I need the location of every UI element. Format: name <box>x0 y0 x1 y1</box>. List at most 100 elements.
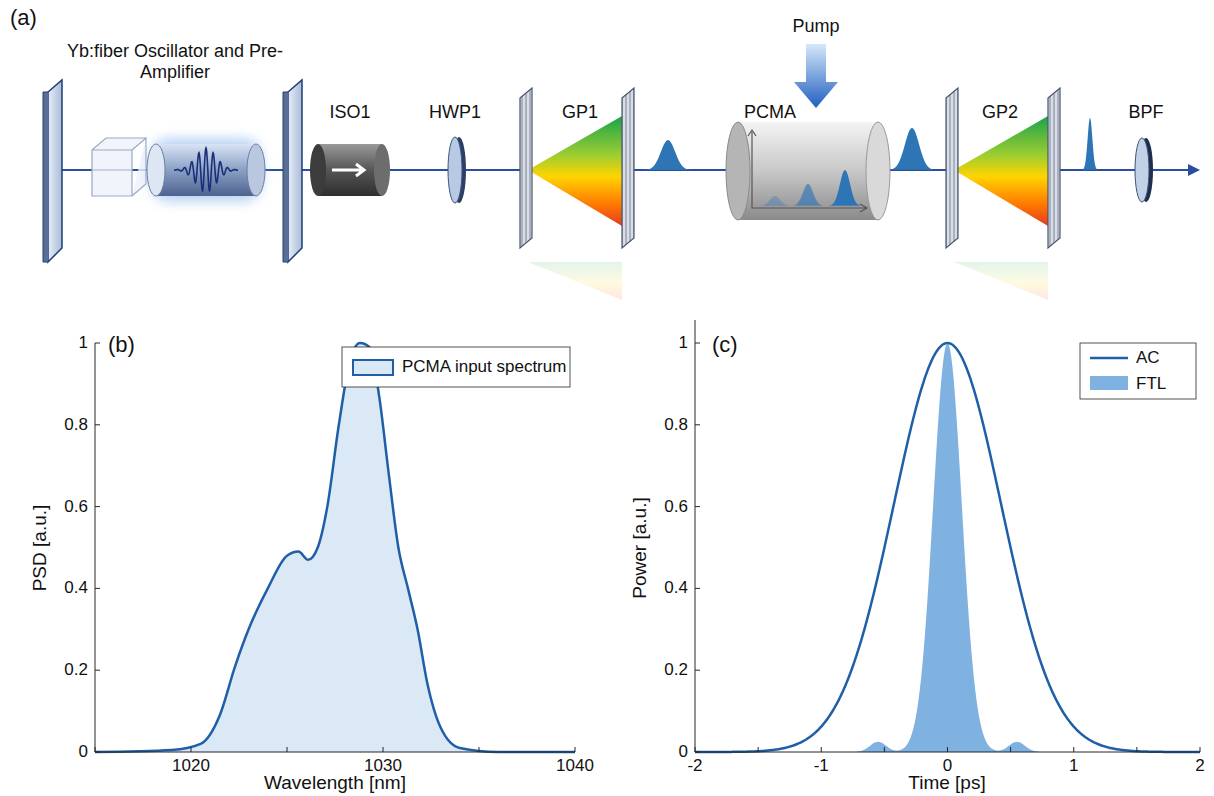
cavity-mirror-edge <box>283 92 288 262</box>
tick <box>191 747 192 752</box>
spectrum-fill <box>95 343 575 752</box>
gp2-dispersion <box>954 116 1048 226</box>
tick <box>695 424 700 425</box>
ftl-fill <box>695 343 1200 752</box>
chart-label: 0 <box>679 742 688 762</box>
chart-label: 1 <box>679 333 688 353</box>
tick <box>947 747 948 752</box>
chart-label: 1020 <box>172 756 210 776</box>
ac-line <box>695 343 1200 752</box>
amplified-pulse <box>888 128 936 170</box>
chart-label: 0.4 <box>664 579 688 599</box>
cavity-mirror <box>288 80 302 262</box>
tick <box>1010 747 1011 752</box>
gp1-ghost <box>528 262 622 300</box>
fiber-end <box>247 144 265 196</box>
legend-box <box>1080 343 1196 399</box>
component-label: GP2 <box>982 102 1018 123</box>
component-label: PCMA <box>744 102 796 123</box>
gain-pulse <box>829 170 861 206</box>
fiber-body <box>156 144 256 196</box>
spectrum-axes <box>95 343 575 752</box>
tick <box>1136 747 1137 752</box>
cube <box>92 138 146 196</box>
setup-illustration <box>43 44 1200 300</box>
tick <box>695 747 696 752</box>
bandpass-filter <box>1135 138 1149 202</box>
tick <box>695 343 700 344</box>
component-label: BPF <box>1128 102 1163 123</box>
legend-swatch <box>1090 376 1128 390</box>
inner-axes <box>748 130 867 212</box>
amplifier-end <box>726 122 750 220</box>
chart-label: 0.8 <box>664 415 688 435</box>
chart-label: 0 <box>79 742 88 762</box>
cavity-mirror <box>48 80 62 262</box>
legend-text: PCMA input spectrum <box>402 357 566 377</box>
legend-swatch <box>352 359 394 376</box>
tick <box>884 747 885 752</box>
tick <box>1073 747 1074 752</box>
component-label: Yb:fiber Oscillator and Pre-Amplifier <box>50 41 300 82</box>
beam-arrowhead <box>1188 164 1200 176</box>
tick <box>575 747 576 752</box>
tick <box>95 670 100 671</box>
legend-box <box>342 347 570 387</box>
chart-label: 0.6 <box>664 497 688 517</box>
legend-text: FTL <box>1136 374 1166 394</box>
spectrum-line <box>95 343 575 752</box>
tick <box>695 588 700 589</box>
fiber-end <box>147 144 165 196</box>
chart-label: 1 <box>1069 756 1078 776</box>
chart-label: 0.8 <box>64 415 88 435</box>
gain-pulse <box>759 196 791 206</box>
tick <box>695 752 700 753</box>
isolator-end <box>374 144 390 196</box>
tick <box>1200 747 1201 752</box>
chart-label: 0.4 <box>64 579 88 599</box>
isolator-end <box>310 144 326 196</box>
legend-line-sample <box>1090 357 1128 360</box>
tick <box>95 506 100 507</box>
tick <box>95 343 100 344</box>
amplifier-body <box>738 122 878 220</box>
isolator-body <box>318 144 382 196</box>
chart-label: -2 <box>687 756 702 776</box>
chart-label: 0.6 <box>64 497 88 517</box>
diffraction-grating <box>946 88 958 248</box>
chart-label: -1 <box>814 756 829 776</box>
legend-text: AC <box>1136 348 1160 368</box>
chart-label: PSD [a.u.] <box>29 504 51 591</box>
diffraction-grating <box>520 88 532 248</box>
stretched-pulse <box>644 140 692 170</box>
chart-label: (b) <box>108 332 135 357</box>
cavity-mirror-edge <box>43 92 48 262</box>
pump-arrow <box>794 44 838 108</box>
tick <box>287 747 288 752</box>
chart-label: (c) <box>712 332 738 357</box>
chart-label: 0.2 <box>664 660 688 680</box>
tick <box>95 424 100 425</box>
gp2-ghost <box>954 262 1048 300</box>
component-label: Pump <box>792 16 839 37</box>
component-label: GP1 <box>562 102 598 123</box>
component-label: ISO1 <box>329 102 370 123</box>
fiber-glow <box>150 138 262 202</box>
isolator-arrow <box>332 164 364 176</box>
charts <box>95 320 1200 752</box>
tick <box>821 747 822 752</box>
tick <box>95 752 100 753</box>
tick <box>758 747 759 752</box>
diffraction-grating <box>1048 88 1060 248</box>
tick <box>695 506 700 507</box>
autocorrelation-axes <box>695 320 1200 752</box>
wave-packet <box>174 148 238 191</box>
component-label: (a) <box>10 5 37 30</box>
compressed-pulse <box>1082 118 1098 170</box>
waveplate <box>448 137 462 203</box>
tick <box>383 747 384 752</box>
tick <box>479 747 480 752</box>
gp1-dispersion <box>528 116 622 226</box>
